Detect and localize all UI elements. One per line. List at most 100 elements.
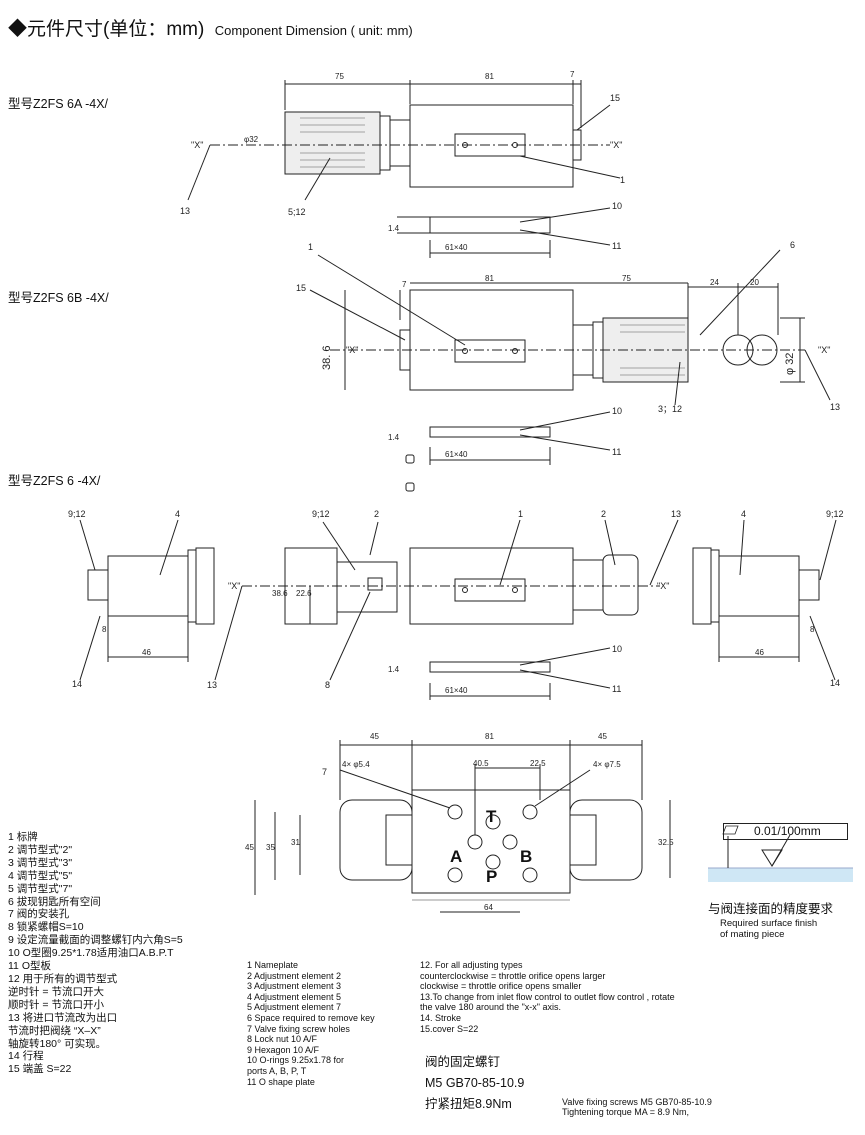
dim-20: 20 [750, 278, 759, 287]
note-line: 15.cover S=22 [420, 1023, 479, 1034]
dim-61x40-a: 61×40 [445, 243, 468, 252]
legend-en: 1 Nameplate 2 Adjustment element 2 3 Adj… [247, 960, 375, 1087]
dim-45-left: 45 [370, 732, 379, 741]
finish-label-en: Required surface finish of mating piece [720, 918, 817, 940]
model-label-c: 型号Z2FS 6 -4X/ [8, 474, 101, 488]
note-line: the valve 180 around the "x-x" axis. [420, 1002, 561, 1013]
callout-7: 7 [322, 767, 327, 777]
valve-body-a [409, 104, 574, 188]
header-title-en: Component Dimension ( unit: mm) [214, 23, 413, 38]
dim-38-6-c: 38.6 [272, 589, 288, 598]
callout-10-b: 10 [612, 406, 622, 416]
legend-cn-item: 1 标牌 [8, 831, 38, 843]
note-line: clockwise = throttle orifice opens small… [420, 981, 582, 992]
surface-finish-symbol [708, 825, 853, 882]
dim-75-a: 75 [335, 72, 344, 81]
dim-22-5: 22.5 [530, 759, 546, 768]
note-line: 13.To change from inlet flow control to … [420, 991, 675, 1002]
callout-2-right: 2 [601, 509, 606, 519]
legend-cn-item: 3 调节型式"3" [8, 856, 73, 869]
legend-cn-item: 顺时针 = 节流口开小 [8, 998, 104, 1011]
tolerance-value: 0.01/100mm [754, 824, 821, 838]
legend-en-item: 5 Adjustment element 7 [247, 1002, 342, 1013]
note-line: 14. Stroke [420, 1012, 462, 1023]
legend-en-item: 7 Valve fixing screw holes [247, 1023, 350, 1034]
page-header: ◆元件尺寸(单位：mm) Component Dimension ( unit:… [8, 14, 413, 41]
callout-2-left: 2 [374, 509, 379, 519]
legend-cn-item: 12 用于所有的调节型式 [8, 972, 118, 985]
callout-14-left: 14 [72, 679, 82, 689]
finish-en-line-2: of mating piece [720, 929, 785, 940]
dim-1-4-a: 1.4 [388, 224, 400, 233]
legend-cn-item: 14 行程 [8, 1050, 44, 1063]
legend-cn-item: 节流时把阀绕 “X–X” [8, 1024, 101, 1037]
legend-en-item: 1 Nameplate [247, 960, 299, 970]
model-label-b: 型号Z2FS 6B -4X/ [8, 291, 109, 305]
callout-15-b: 15 [296, 283, 306, 293]
holes-5-4: 4× φ5.4 [342, 760, 370, 769]
screws-spec: M5 GB70-85-10.9 [425, 1076, 525, 1090]
legend-cn-item: 5 调节型式"7" [8, 882, 73, 895]
callout-13-b: 13 [830, 402, 840, 412]
dim-31: 31 [291, 838, 300, 847]
dim-45-right: 45 [598, 732, 607, 741]
note-line: 12. For all adjusting types [420, 960, 523, 970]
port-a: A [450, 847, 462, 866]
x-label-c-left: "X" [228, 581, 240, 591]
port-t: T [486, 807, 497, 826]
legend-cn-item: 8 锁紧螺帽S=10 [8, 921, 84, 934]
callout-9-12-left: 9;12 [68, 509, 86, 519]
dim-40-5: 40.5 [473, 759, 489, 768]
screws-en-line-1: Valve fixing screws M5 GB70-85-10.9 [562, 1097, 712, 1107]
legend-cn-item: 6 拔现钥匙所有空间 [8, 895, 101, 908]
notes: 12. For all adjusting types counterclock… [420, 960, 675, 1034]
legend-cn-item: 10 O型圈9.25*1.78适用油口A.B.P.T [8, 947, 174, 960]
dim-35: 35 [266, 843, 275, 852]
dim-45-vert: 45 [245, 843, 254, 852]
legend-en-item: 10 O-rings 9.25x1.78 for [247, 1055, 345, 1066]
callout-13-c-top: 13 [671, 509, 681, 519]
view-c [79, 519, 837, 700]
fixing-screws-cn: 阀的固定螺钉 M5 GB70-85-10.9 拧紧扭矩8.9Nm [425, 1052, 524, 1115]
callout-13-c: 13 [207, 680, 217, 690]
dim-46-left: 46 [142, 648, 151, 657]
legend-en-item: ports A, B, P, T [247, 1065, 307, 1076]
dim-64: 64 [484, 903, 493, 912]
x-label-a-left: "X" [191, 140, 203, 150]
legend-cn-item: 9 设定流量截面的调整螺钉内六角S=5 [8, 934, 183, 947]
legend-en-item: 2 Adjustment element 2 [247, 970, 342, 981]
callout-1-a: 1 [620, 175, 625, 185]
legend-cn-item: 2 调节型式"2" [8, 843, 73, 856]
legend-en-item: 8 Lock nut 10 A/F [247, 1034, 318, 1045]
dim-61x40-b: 61×40 [445, 450, 468, 459]
legend-en-item: 3 Adjustment element 3 [247, 981, 342, 992]
screws-title: 阀的固定螺钉 [425, 1055, 501, 1069]
dim-81-a: 81 [485, 72, 494, 81]
callout-5-12: 5;12 [288, 207, 306, 217]
x-label-b-right: "X" [818, 345, 830, 355]
finish-label-cn: 与阀连接面的精度要求 [708, 902, 834, 916]
dim-24: 24 [710, 278, 719, 287]
callout-15-a: 15 [610, 93, 620, 103]
dim-phi32-a: φ32 [244, 135, 259, 144]
finish-en-line-1: Required surface finish [720, 918, 818, 929]
dim-75-b: 75 [622, 274, 631, 283]
legend-cn-item: 4 调节型式"5" [8, 869, 73, 882]
callout-14-right: 14 [830, 678, 840, 688]
callout-4-right: 4 [741, 509, 746, 519]
legend-cn: 1 标牌 2 调节型式"2" 3 调节型式"3" 4 调节型式"5" 5 调节型… [8, 831, 183, 1076]
callout-11-c: 11 [612, 684, 621, 694]
port-p: P [486, 867, 497, 886]
dim-38-6-b: 38. 6 [321, 346, 333, 370]
legend-en-item: 9 Hexagon 10 A/F [247, 1044, 320, 1055]
legend-cn-item: 11 O型板 [8, 960, 51, 973]
legend-en-item: 4 Adjustment element 5 [247, 991, 342, 1002]
dim-7-b: 7 [402, 280, 407, 289]
callout-9-12-mid: 9;12 [312, 509, 330, 519]
x-label-c-right: "X" [657, 581, 669, 591]
dim-61x40-c: 61×40 [445, 686, 468, 695]
legend-en-item: 11 O shape plate [247, 1076, 315, 1087]
fixing-screws-en: Valve fixing screws M5 GB70-85-10.9 Tigh… [562, 1097, 712, 1117]
dim-32-5: 32.5 [658, 838, 674, 847]
note-line: counterclockwise = throttle orifice open… [420, 970, 606, 981]
